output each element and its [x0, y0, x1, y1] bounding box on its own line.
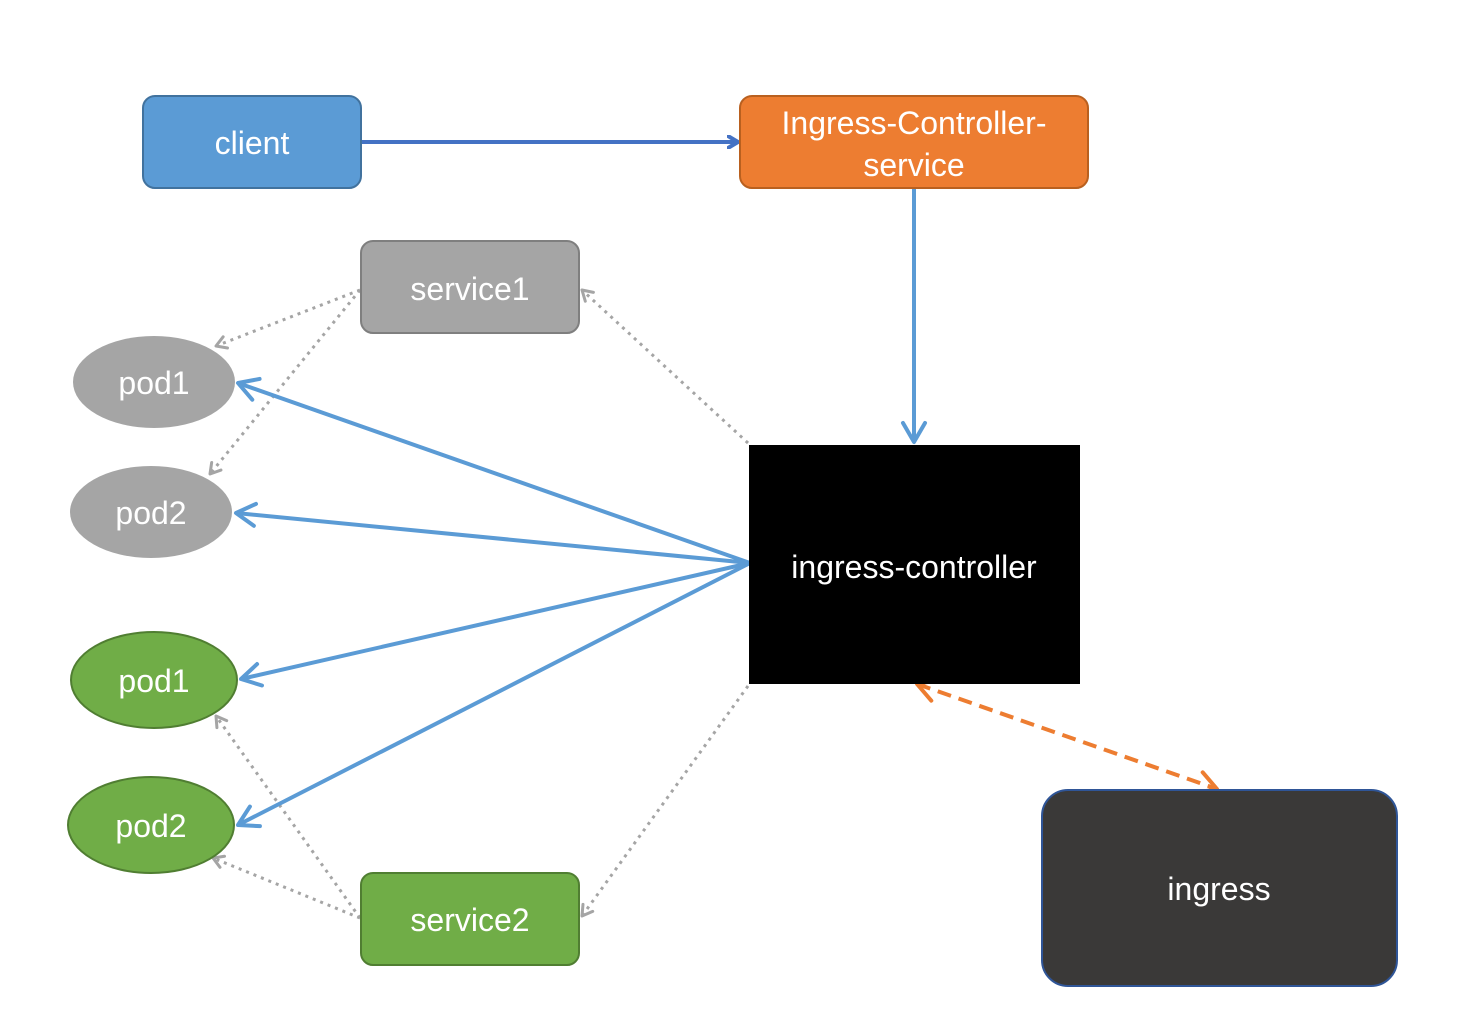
service1-label: service1 [410, 271, 529, 307]
solid-connectors [234, 142, 1219, 829]
pod2-gray-node: pod2 [70, 466, 232, 558]
pod1-gray-label: pod1 [118, 365, 189, 401]
service2-label: service2 [410, 902, 529, 938]
pod2-gray-label: pod2 [115, 495, 186, 531]
edge-controller-to-pod1-green [239, 561, 751, 688]
edge-controller-to-pod2-gray [234, 501, 751, 565]
ingress-label: ingress [1167, 871, 1270, 907]
edge-controller-to-service1 [580, 288, 750, 445]
ingress-controller-label: ingress-controller [791, 549, 1037, 585]
service2-node: service2 [360, 872, 580, 966]
ingress-controller-service-label-line1: Ingress-Controller- [782, 105, 1047, 141]
edge-controller-to-pod2-green [236, 561, 751, 829]
edge-controller-to-service2 [580, 685, 750, 918]
edge-controller-ingress-bidirectional [915, 677, 1219, 796]
pod2-green-node: pod2 [67, 776, 235, 874]
edge-controller-to-pod1-gray [236, 376, 751, 565]
pod1-green-label: pod1 [118, 663, 189, 699]
edge-service2-to-pod1 [214, 714, 362, 919]
ingress-controller-service-label-line2: service [863, 147, 964, 183]
dotted-connectors [208, 288, 750, 920]
pod1-green-node: pod1 [70, 631, 238, 729]
client-label: client [215, 125, 290, 161]
pod2-green-label: pod2 [115, 808, 186, 844]
edge-service1-to-pod1 [214, 288, 361, 350]
service1-node: service1 [360, 240, 580, 334]
ingress-node: ingress [1041, 789, 1398, 987]
client-node: client [142, 95, 362, 189]
pod1-gray-node: pod1 [73, 336, 235, 428]
ingress-controller-service-node: Ingress-Controller- service [739, 95, 1089, 189]
edge-service2-to-pod2 [211, 854, 361, 920]
ingress-controller-node: ingress-controller [749, 445, 1080, 684]
